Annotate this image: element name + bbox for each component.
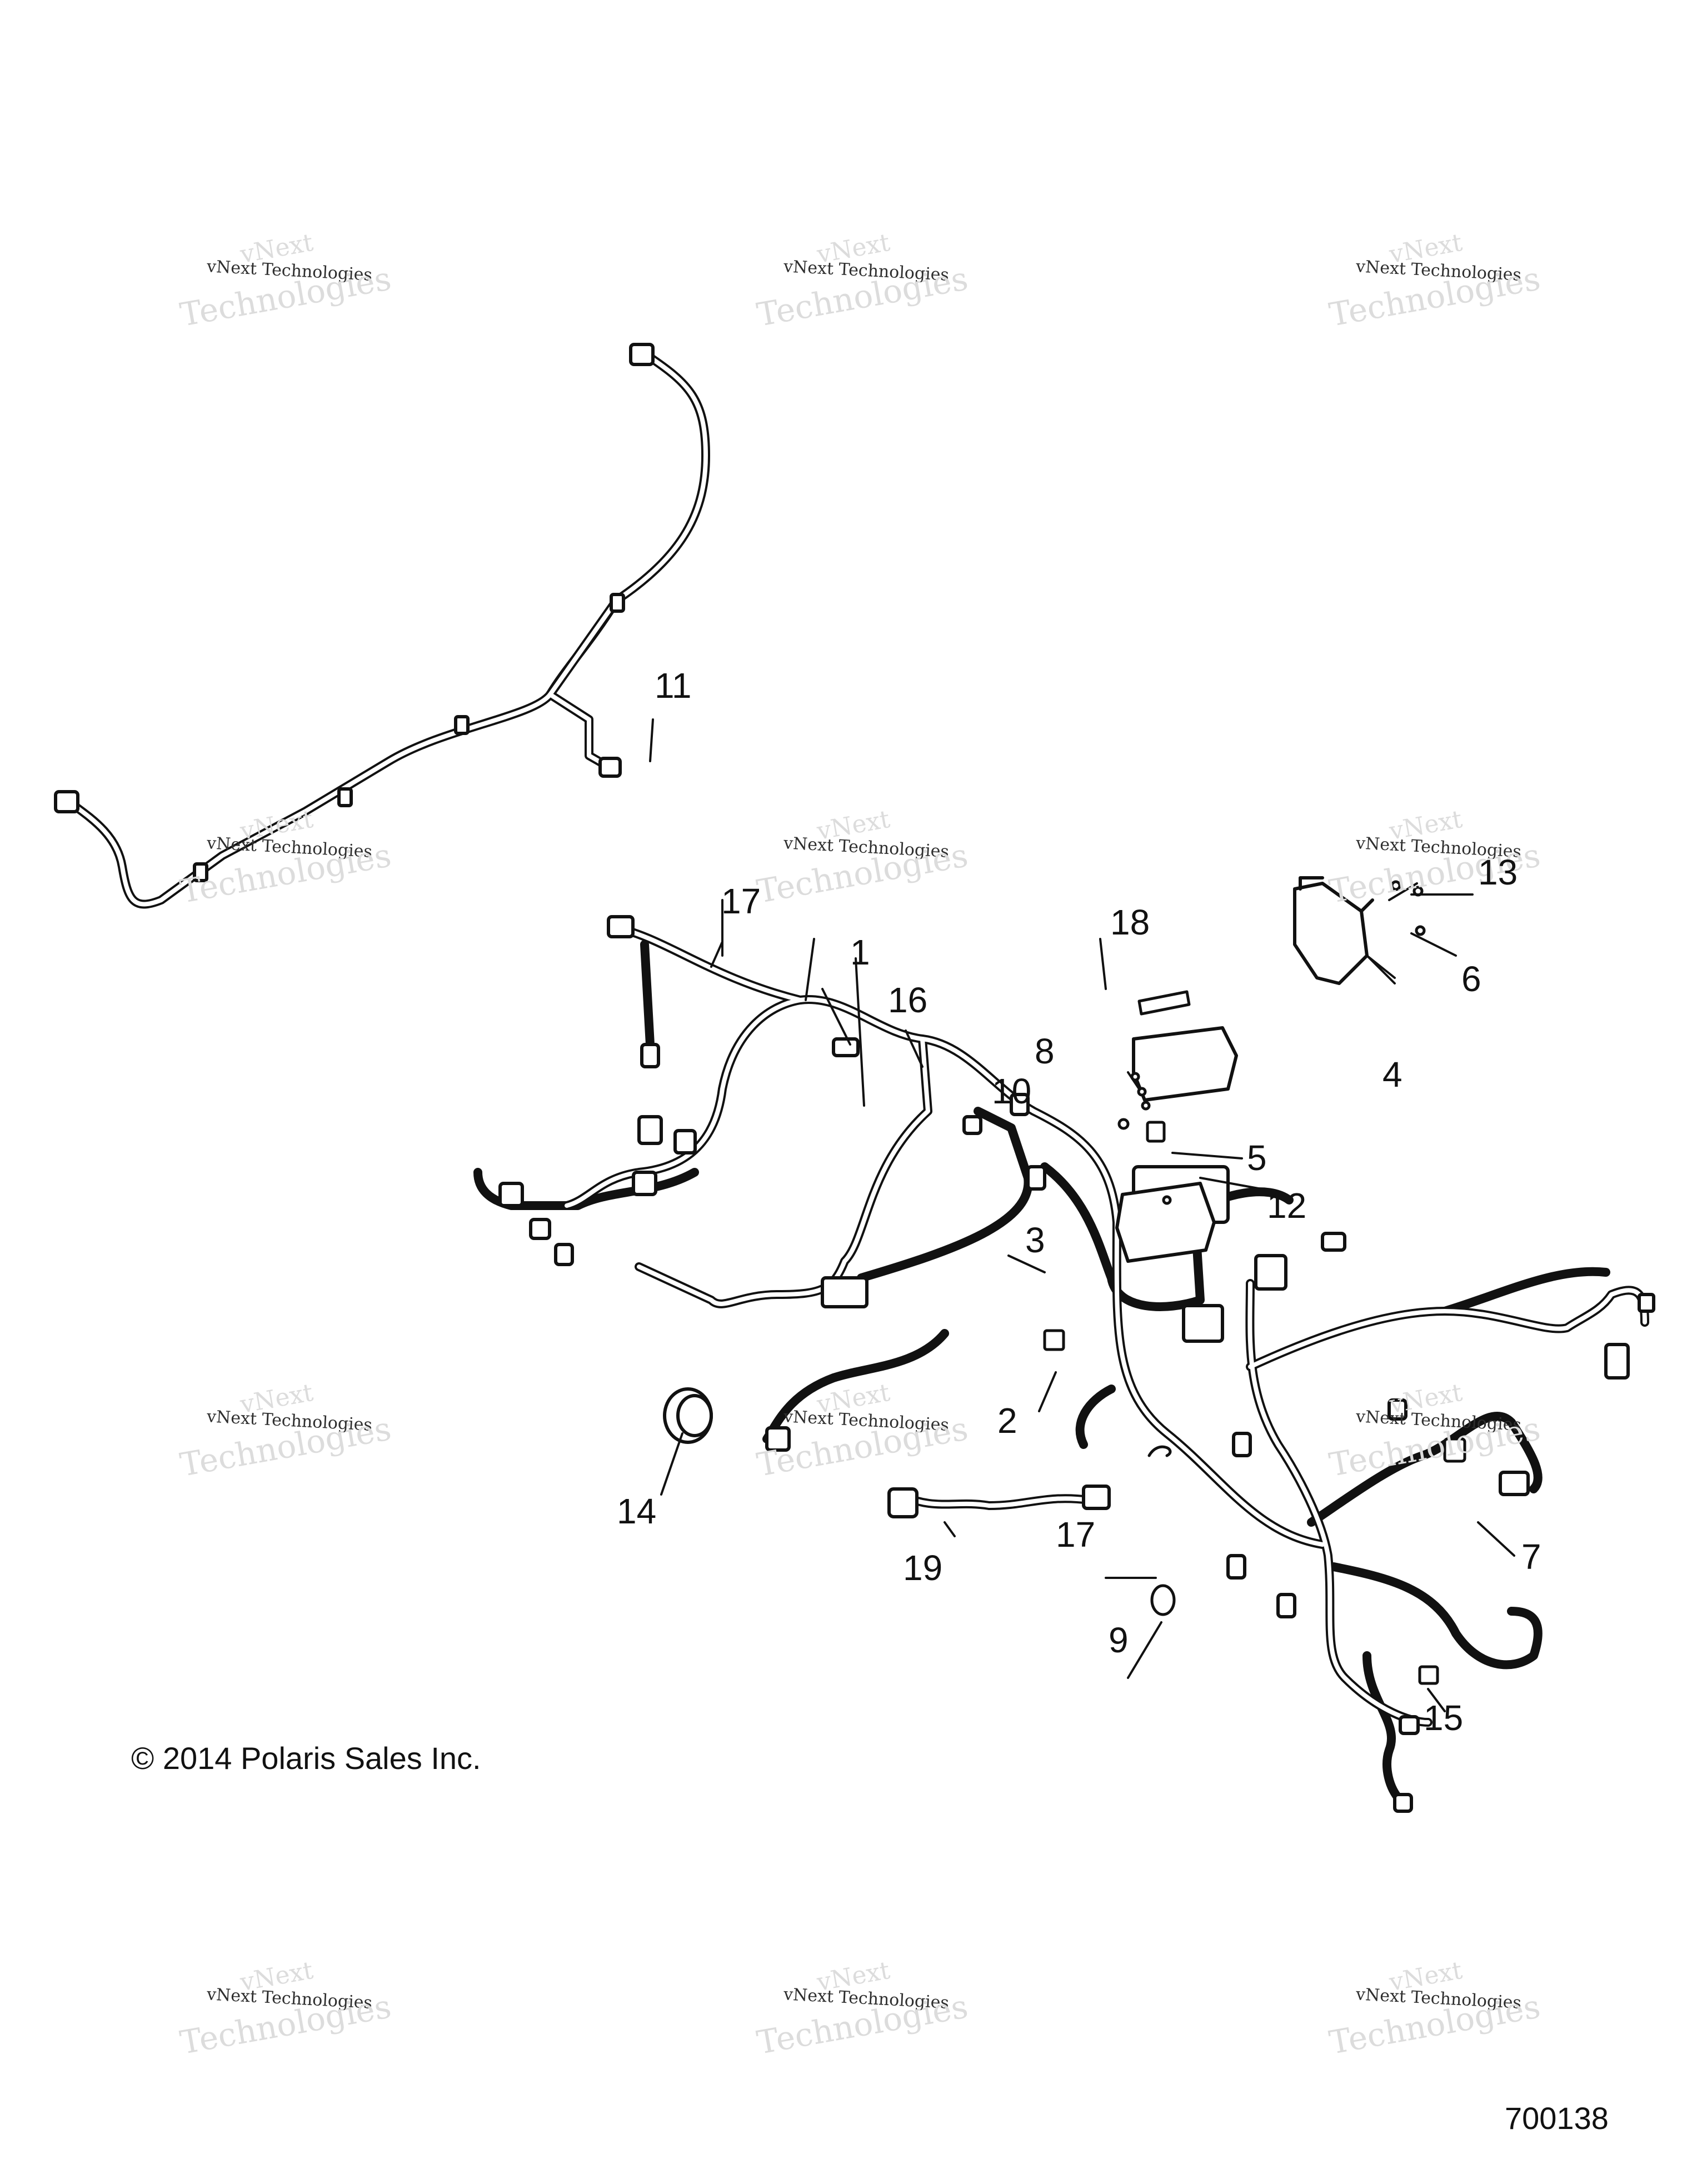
harness-part-11-inner [64,353,708,907]
grommet-part-14 [663,1387,713,1444]
label-part-18 [1137,990,1191,1016]
callout-1: 1 [850,932,870,972]
callout-3: 3 [1025,1220,1045,1260]
harness-part-1-inner [565,926,1647,1725]
callout-5: 5 [1247,1138,1267,1178]
bracket-part-4 [1293,876,1374,985]
callout-2: 2 [997,1401,1017,1441]
callout-7: 7 [1521,1537,1541,1577]
callout-15: 15 [1424,1698,1464,1738]
callout-17-lower: 17 [1056,1515,1096,1555]
callout-19: 19 [903,1548,943,1588]
callout-9: 9 [1109,1620,1129,1660]
callout-17-upper: 17 [721,881,761,921]
callout-10: 10 [992,1071,1032,1111]
callout-14: 14 [617,1491,657,1531]
harness-part-11-connectors [54,343,655,882]
harness-part-1-connectors [498,915,1655,1813]
callout-8: 8 [1035,1031,1055,1071]
callout-12: 12 [1267,1186,1307,1226]
callout-13: 13 [1478,852,1518,892]
callout-11: 11 [655,666,692,706]
copyright-notice: © 2014 Polaris Sales Inc. [131,1741,481,1776]
callout-18: 18 [1110,902,1150,942]
callout-4: 4 [1382,1054,1402,1095]
fuse-box-cover [1132,1026,1238,1102]
callout-16: 16 [888,980,928,1020]
fuse-box [1115,1182,1216,1263]
callout-6: 6 [1461,959,1481,999]
harness-part-11 [62,351,710,909]
figure-id: 700138 [1505,2101,1609,2136]
leader-lines [649,718,1515,1712]
